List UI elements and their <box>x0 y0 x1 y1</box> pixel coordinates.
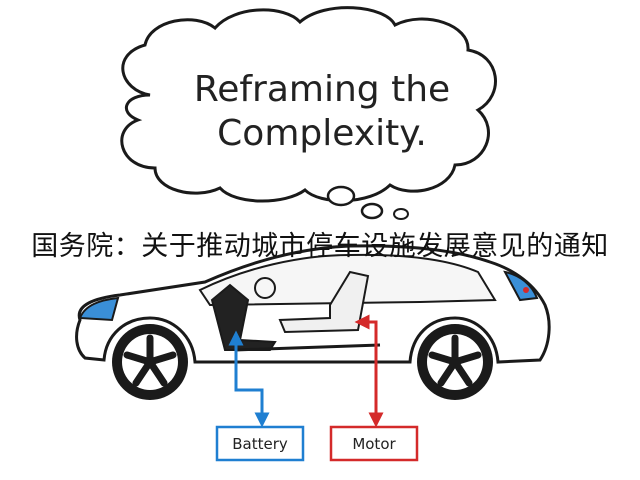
thought-cloud <box>120 6 497 203</box>
bubble-line-1: Reframing the <box>194 69 450 110</box>
rear-light-dot <box>523 287 529 293</box>
thought-dot-medium <box>360 202 384 220</box>
front-light <box>78 296 120 322</box>
battery-label: Battery <box>232 435 288 453</box>
battery-box: Battery <box>215 425 305 462</box>
thought-dot-small <box>393 208 409 220</box>
headline-overlay: 国务院：关于推动城市停车设施发展意见的通知 <box>31 231 609 262</box>
thought-dot-large <box>326 185 356 207</box>
motor-box: Motor <box>329 425 419 462</box>
rear-light <box>503 270 539 302</box>
rear-wheel <box>417 324 493 400</box>
bubble-line-2: Complexity. <box>217 113 427 154</box>
car-illustration <box>75 244 551 400</box>
steering-wheel <box>254 277 276 299</box>
front-wheel <box>112 324 188 400</box>
battery-arrow <box>228 330 270 428</box>
thought-bubble: Reframing the Complexity. <box>120 6 497 220</box>
motor-arrow <box>354 314 384 428</box>
motor-label: Motor <box>352 435 396 453</box>
rear-seat <box>278 270 370 334</box>
